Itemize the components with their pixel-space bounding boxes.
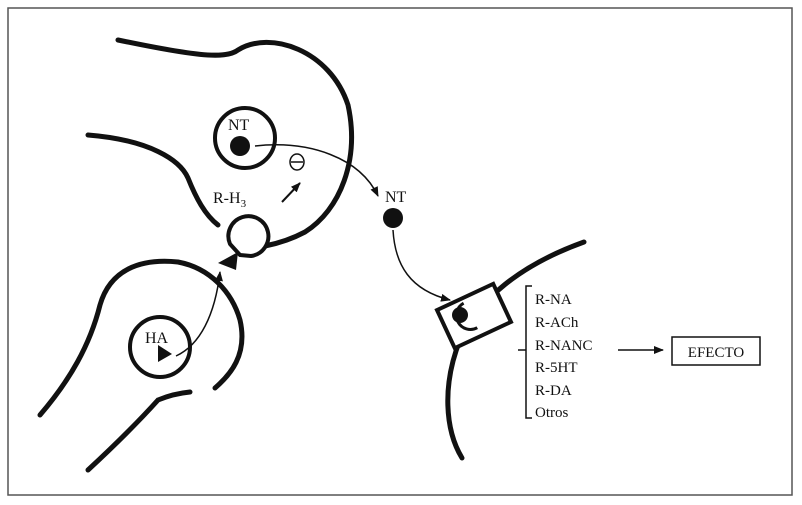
receptor-item: R-NANC [535,338,593,354]
postsynaptic-receptor [437,284,511,348]
r-h3-label: R-H3 [213,190,247,210]
ha-bound-to-receptor [218,252,238,270]
histaminergic-neuron-upper-edge [40,261,242,415]
ha-molecule-stored [158,345,172,362]
nt-molecule-released [383,208,403,228]
presynaptic-terminal-upper-lower-edge [88,135,218,225]
nt-released-label: NT [385,189,407,206]
nt-molecule-stored [230,136,250,156]
receptor-item: R-NA [535,292,572,308]
receptor-list-bracket [518,286,532,418]
figure-frame [8,8,792,495]
receptor-item: Otros [535,405,568,421]
receptor-item: R-5HT [535,360,578,376]
nt-vesicle-label: NT [228,117,250,134]
receptor-item: R-ACh [535,315,579,331]
receptor-item: R-DA [535,383,572,399]
inhibition-arrow [282,183,300,202]
ha-release-arrow [176,272,220,356]
histaminergic-neuron-lower-edge [88,392,190,470]
nt-to-receptor-arrow [393,230,450,300]
receptor-list: R-NA R-ACh R-NANC R-5HT R-DA Otros [535,292,593,421]
r-h3-receptor [228,216,268,256]
effect-label: EFECTO [688,345,745,361]
ha-vesicle-label: HA [145,330,169,347]
